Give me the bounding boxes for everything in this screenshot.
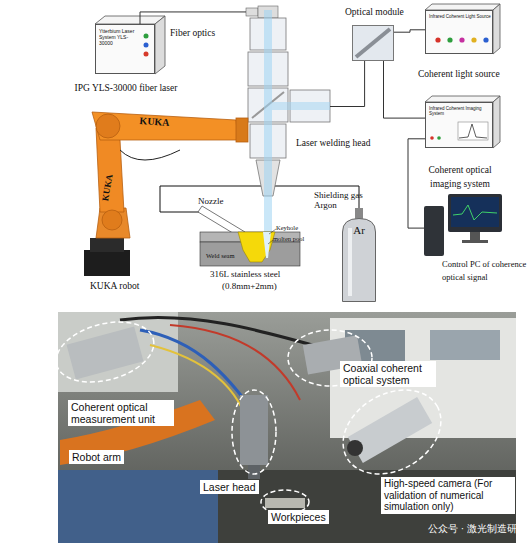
- highlight-ellipse: [49, 312, 160, 392]
- device-side: [155, 16, 165, 74]
- monitor-stand: [462, 240, 488, 243]
- device-front: [425, 10, 493, 54]
- leader-line: [268, 240, 273, 244]
- highlight-ellipse: [232, 390, 276, 474]
- photo-camera-lens: [347, 440, 363, 456]
- brand-mark: KUKA: [139, 115, 170, 129]
- indicator-light: [435, 37, 440, 42]
- highlight-ellipse: [328, 373, 456, 491]
- device-side: [493, 96, 500, 148]
- photo-cable: [170, 325, 300, 400]
- part-label: Nozzle: [198, 196, 223, 206]
- monitor-stand: [470, 232, 480, 240]
- photo-camera: [348, 397, 432, 463]
- device-top: [95, 16, 165, 24]
- keyhole: [263, 232, 271, 258]
- robot-lower-arm: [96, 128, 124, 212]
- imaging-system: Infrared Coherent Imaging SystemCoherent…: [425, 102, 493, 148]
- light-source: Infrared Coherent Light SourceCoherent l…: [425, 10, 493, 54]
- robot-joint: [102, 210, 122, 230]
- device-text: Infrared Coherent Imaging System: [429, 106, 491, 116]
- pc-tower: [424, 206, 444, 256]
- photo-workpiece: [265, 498, 305, 508]
- robot-upper-arm: [92, 112, 238, 140]
- module-body: [352, 25, 394, 61]
- material-label: 316L stainless steel: [210, 269, 280, 279]
- device-front: [95, 24, 155, 74]
- device-caption: IPG YLS-30000 fiber laser: [64, 83, 188, 94]
- robot-turret: [96, 208, 130, 238]
- weld-pool: [238, 232, 275, 262]
- indicator-light: [430, 136, 434, 140]
- fiber-connector: [246, 8, 258, 16]
- part-label: Shielding gas Argon: [314, 191, 364, 211]
- callout-label: Keyhole: [276, 224, 298, 231]
- dimension-label: (0.8mm+2mm): [222, 281, 277, 291]
- photo-laser-head: [248, 465, 260, 479]
- callout-label: Weld seam: [206, 252, 235, 259]
- robot-wrist: [236, 118, 248, 142]
- device-text: Infrared Coherent Light Source: [429, 14, 491, 19]
- photo-label: High-speed camera (For validation of num…: [381, 477, 515, 514]
- part-label: Optical module: [345, 7, 425, 18]
- robot-joint: [96, 114, 120, 138]
- monitor: [448, 194, 502, 232]
- indicator-light: [459, 37, 464, 42]
- part-label: Laser welding head: [296, 138, 396, 149]
- device-text: Ytterbium Laser System YLS-30000: [99, 29, 139, 46]
- callout-label: molten pool: [273, 235, 304, 242]
- welding-head: Laser welding head: [246, 8, 330, 205]
- laser-device: Ytterbium Laser System YLS-30000IPG YLS-…: [95, 24, 155, 74]
- photo-laser-head: [240, 395, 268, 465]
- indicator-light: [437, 136, 441, 140]
- edge-label: Fiber optics: [170, 28, 215, 39]
- indicator-light: [144, 34, 149, 39]
- gas-valve: [355, 208, 363, 219]
- robot-cable: [120, 150, 180, 160]
- indicator-light: [471, 37, 476, 42]
- indicator-light: [447, 37, 452, 42]
- signal-window: [458, 122, 488, 140]
- photo-background: [58, 312, 516, 543]
- device-caption: Coherent light source: [418, 69, 510, 80]
- connector-line: [330, 61, 365, 107]
- connector-line: [394, 30, 425, 32]
- cylinder-body: [343, 219, 376, 302]
- indicator-light: [483, 37, 488, 42]
- photo-label: Coaxial coherent optical system: [340, 361, 436, 387]
- indicator-light: [144, 43, 149, 48]
- monitor-screen: [451, 197, 499, 227]
- robot-base: [90, 238, 124, 252]
- cylinder-highlight: [348, 228, 352, 296]
- screen-signal: [453, 205, 497, 220]
- leader-line: [269, 229, 276, 234]
- device-caption: Coherent optical imaging system: [422, 163, 498, 192]
- beam-splitter: [356, 29, 390, 57]
- photo-label: Laser head: [200, 480, 259, 494]
- connector-line: [140, 12, 246, 24]
- photo-label: Robot arm: [69, 450, 124, 464]
- photo-table: [58, 470, 218, 543]
- connector-line: [408, 139, 425, 228]
- watermark: 公众号 · 激光制造研究: [428, 523, 527, 535]
- signal-peak: [459, 124, 487, 138]
- optical-module: Optical module: [352, 25, 394, 61]
- device-front: [425, 102, 493, 148]
- photo-label: Workpieces: [268, 510, 329, 524]
- photo-label: Coherent optical measurement unit: [68, 400, 174, 426]
- device-caption: Control PC of coherence optical signal: [442, 258, 532, 284]
- part-label: KUKA robot: [90, 281, 139, 292]
- photo-van-window: [430, 330, 500, 360]
- robot-base: [84, 250, 130, 276]
- indicator-light: [144, 52, 149, 57]
- device-side: [493, 4, 500, 54]
- gas-symbol: Ar: [342, 224, 376, 237]
- gas-cylinder: Ar: [342, 218, 376, 302]
- control-pc: Control PC of coherence optical signal: [424, 194, 502, 256]
- laser-beam: [272, 102, 330, 110]
- laser-beam: [264, 10, 272, 235]
- photo-robot-arm: [60, 400, 215, 465]
